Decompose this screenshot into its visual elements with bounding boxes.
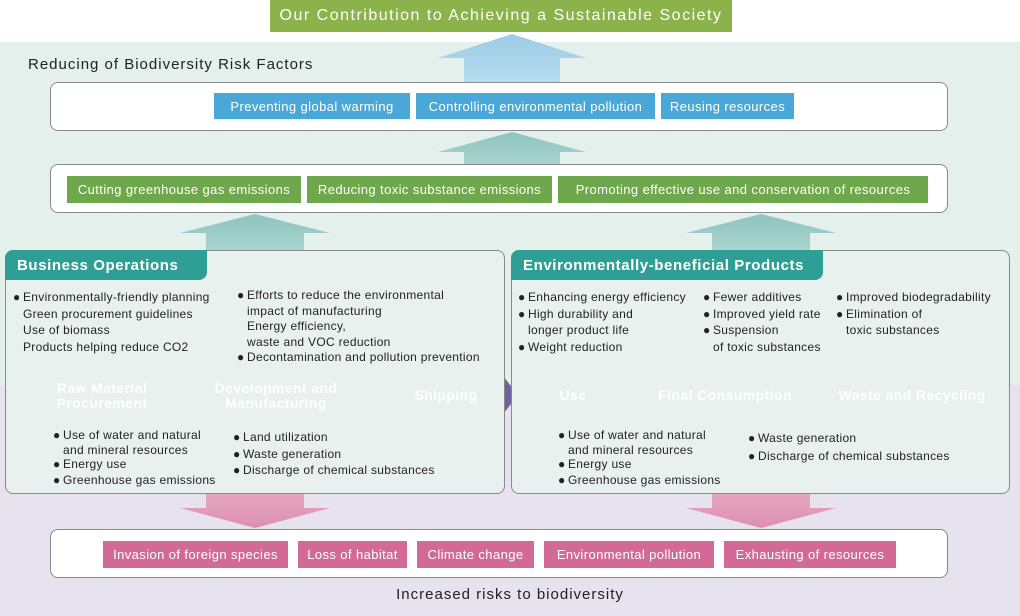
bullet-icon: ●: [237, 350, 245, 364]
risk-invasion: Invasion of foreign species: [103, 541, 288, 568]
goal-promoting-resources: Promoting effective use and conservation…: [558, 176, 928, 203]
business-operations-header: Business Operations: [5, 250, 207, 280]
up-arrow-teal-left: [180, 214, 330, 250]
stage-label-use: Use: [559, 387, 587, 403]
bullet-icon: ●: [233, 463, 241, 477]
products-list-3: ●Improved biodegradability ●Elimination …: [836, 290, 991, 337]
bullet-icon: ●: [703, 290, 711, 304]
bullet-icon: ●: [836, 290, 844, 304]
ops-manufacturing-list: ●Efforts to reduce the environmental imp…: [237, 288, 480, 364]
bullet-icon: ●: [233, 446, 241, 461]
bullet-icon: ●: [558, 472, 566, 487]
bullet-icon: ●: [518, 290, 526, 304]
bullet-icon: ●: [558, 428, 566, 442]
down-arrow-pink-right: [686, 494, 836, 528]
risk-climate: Climate change: [417, 541, 534, 568]
stage-label-final-consumption: Final Consumption: [658, 387, 792, 403]
bullet-icon: ●: [748, 431, 756, 445]
increased-risks-label: Increased risks to biodiversity: [396, 586, 624, 603]
bullet-icon: ●: [703, 306, 711, 321]
products-header: Environmentally-beneficial Products: [511, 250, 823, 280]
page-title: Our Contribution to Achieving a Sustaina…: [270, 0, 732, 32]
goal-reducing-toxic: Reducing toxic substance emissions: [307, 176, 552, 203]
goal-controlling-pollution: Controlling environmental pollution: [416, 93, 655, 119]
products-list-1: ●Enhancing energy efficiency ●High durab…: [518, 290, 686, 354]
goal-preventing-global-warming: Preventing global warming: [214, 93, 410, 119]
bullet-icon: ●: [703, 323, 711, 337]
ops-planning-list: ●Environmentally-friendly planning Green…: [13, 290, 210, 354]
bullet-icon: ●: [558, 457, 566, 471]
risk-resources: Exhausting of resources: [724, 541, 896, 568]
bullet-icon: ●: [53, 428, 61, 442]
down-arrow-pink-left: [180, 494, 330, 528]
bullet-icon: ●: [748, 449, 756, 463]
bullet-icon: ●: [53, 472, 61, 487]
bullet-icon: ●: [836, 306, 844, 321]
bullet-icon: ●: [518, 306, 526, 321]
up-arrow-teal-top: [438, 132, 586, 164]
up-arrow-blue: [438, 34, 586, 82]
risk-pollution: Environmental pollution: [544, 541, 714, 568]
bullet-icon: ●: [233, 430, 241, 444]
bullet-icon: ●: [53, 457, 61, 471]
products-impacts-list-2: ●Waste generation ●Discharge of chemical…: [748, 431, 950, 463]
goal-reusing-resources: Reusing resources: [661, 93, 794, 119]
stage-label-shipping: Shipping: [414, 387, 478, 403]
bullet-icon: ●: [13, 290, 21, 304]
bullet-icon: ●: [518, 339, 526, 354]
products-list-2: ●Fewer additives ●Improved yield rate ●S…: [703, 290, 821, 354]
goal-cutting-ghg: Cutting greenhouse gas emissions: [67, 176, 301, 203]
risk-habitat: Loss of habitat: [298, 541, 407, 568]
bullet-icon: ●: [237, 288, 245, 302]
ops-impacts-list-2: ●Land utilization ●Waste generation ●Dis…: [233, 430, 435, 477]
ops-impacts-list-1: ●Use of water and natural and mineral re…: [53, 428, 216, 487]
risk-factors-label: Reducing of Biodiversity Risk Factors: [28, 56, 314, 73]
up-arrow-teal-right: [686, 214, 836, 250]
products-impacts-list-1: ●Use of water and natural and mineral re…: [558, 428, 721, 487]
business-operations-panel: [5, 250, 505, 494]
stage-label-waste-recycling: Waste and Recycling: [838, 387, 986, 403]
